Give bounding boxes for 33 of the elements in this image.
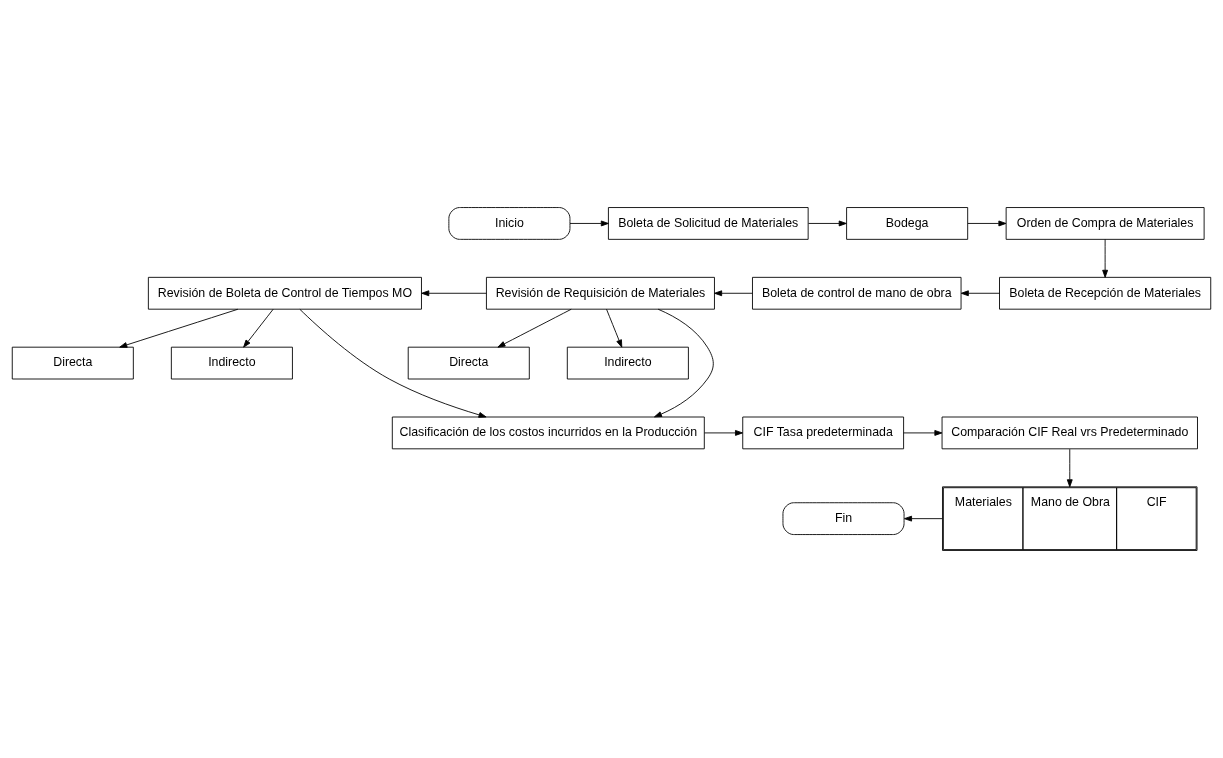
node-box: Boleta de control de mano de obra <box>752 276 962 310</box>
node-box: Directa <box>407 346 530 380</box>
arrow <box>1066 448 1073 488</box>
arrow <box>1102 239 1109 278</box>
node-box: Fin <box>782 502 905 535</box>
node-box: Clasificación de los costos incurridos en la Producción <box>391 416 705 450</box>
arrow <box>704 430 743 436</box>
arrow <box>654 308 714 418</box>
arrow <box>569 220 609 227</box>
node-box: Directa <box>11 346 134 380</box>
node-box: Boleta de Solicitud de Materiales <box>607 207 809 240</box>
arrow <box>960 290 1000 297</box>
arrow <box>243 308 274 348</box>
node-box: CIF Tasa predeterminada <box>742 416 905 450</box>
arrow <box>904 515 943 522</box>
node-box: Inicio <box>448 207 571 240</box>
arrow <box>119 308 239 348</box>
node-box: Indirecto <box>566 346 689 380</box>
arrow <box>967 220 1007 227</box>
node-box: Bodega <box>846 207 969 240</box>
arrow <box>299 308 487 418</box>
arrow <box>808 220 847 227</box>
arrow <box>606 308 623 348</box>
arrow <box>497 308 572 348</box>
arrow <box>714 290 753 297</box>
arrow <box>903 430 943 436</box>
node-box: Comparación CIF Real vrs Predeterminado <box>941 416 1198 450</box>
node-box: Orden de Compra de Materiales <box>1005 207 1205 240</box>
arrow <box>421 290 487 297</box>
node-box: Boleta de Recepción de Materiales <box>999 276 1212 310</box>
node-box: Indirecto <box>170 346 293 380</box>
node-box: Revisión de Requisición de Materiales <box>486 276 715 310</box>
node-box: Revisión de Boleta de Control de Tiempos MO <box>147 276 422 310</box>
